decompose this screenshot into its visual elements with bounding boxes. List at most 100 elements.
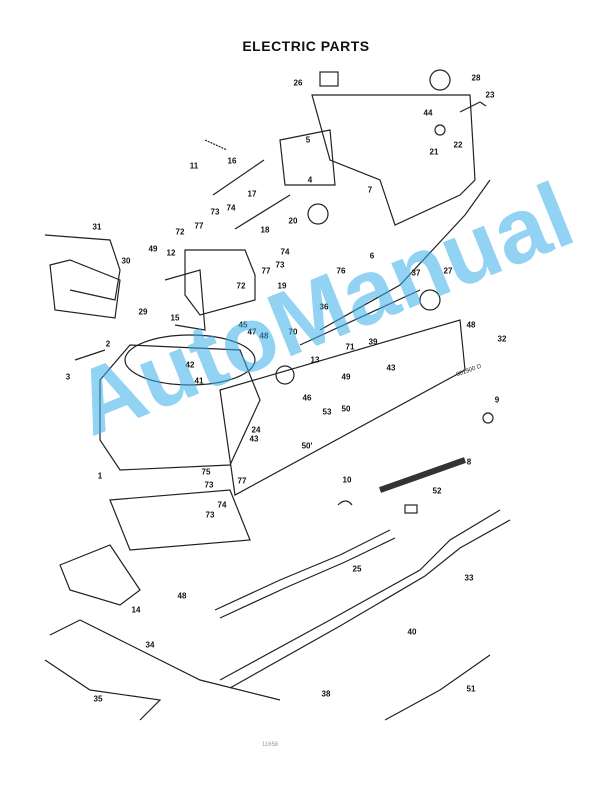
footer-code: 11658 <box>262 742 279 748</box>
callout-50: 50 <box>341 404 351 414</box>
callout-74: 74 <box>280 247 290 257</box>
callout-17: 17 <box>247 189 257 199</box>
dash-panel <box>311 94 476 226</box>
callout-13: 13 <box>310 355 320 365</box>
callout-73: 73 <box>275 260 285 270</box>
callout-53: 53 <box>322 407 332 417</box>
cable-16 <box>212 159 265 196</box>
battery-strap-15 <box>164 269 206 331</box>
page-title: ELECTRIC PARTS <box>242 38 370 54</box>
callout-77: 77 <box>237 476 247 486</box>
callout-49: 49 <box>341 372 351 382</box>
callout-48: 48 <box>466 320 476 330</box>
frame-rail <box>219 319 466 496</box>
callout-49: 49 <box>148 244 158 254</box>
callout-33: 33 <box>464 573 474 583</box>
wire-11 <box>204 139 228 151</box>
tube-8 <box>379 457 466 493</box>
callout-38: 38 <box>321 689 331 699</box>
callout-37: 37 <box>411 268 421 278</box>
shield-14 <box>59 544 141 606</box>
wire-51 <box>384 654 491 721</box>
callout-1: 1 <box>97 471 103 481</box>
callout-73: 73 <box>210 207 220 217</box>
callout-15: 15 <box>170 313 180 323</box>
callout-25: 25 <box>352 564 362 574</box>
callout-39: 39 <box>368 337 378 347</box>
callout-73: 73 <box>205 510 215 520</box>
callout-18: 18 <box>260 225 270 235</box>
callout-8: 8 <box>466 457 472 467</box>
callout-22: 22 <box>453 140 463 150</box>
relay-27 <box>419 289 441 311</box>
tube-36 <box>299 289 421 346</box>
connector-52 <box>404 504 418 514</box>
callout-52: 52 <box>432 486 442 496</box>
callout-7: 7 <box>367 185 373 195</box>
callout-51: 51 <box>466 684 476 694</box>
callout-32: 32 <box>497 334 507 344</box>
callout-70: 70 <box>288 327 298 337</box>
callout-3: 3 <box>65 372 71 382</box>
callout-43: 43 <box>386 363 396 373</box>
ignition-switch-28 <box>429 69 451 91</box>
callout-77: 77 <box>261 266 271 276</box>
callout-50-prime: 50' <box>301 441 313 451</box>
callout-11: 11 <box>189 161 199 171</box>
harness-33 <box>219 509 501 681</box>
cable-17 <box>234 194 291 230</box>
callout-77: 77 <box>194 221 204 231</box>
callout-31: 31 <box>92 222 102 232</box>
callout-5: 5 <box>305 135 311 145</box>
light-switch-20 <box>307 203 329 225</box>
callout-28: 28 <box>471 73 481 83</box>
callout-72: 72 <box>175 227 185 237</box>
callout-20: 20 <box>288 216 298 226</box>
callout-14: 14 <box>131 605 141 615</box>
callout-36: 36 <box>319 302 329 312</box>
clip-10 <box>337 500 353 506</box>
callout-75: 75 <box>201 467 211 477</box>
nut-22 <box>434 124 446 136</box>
callout-42: 42 <box>185 360 195 370</box>
wire-25b <box>219 537 396 619</box>
callout-48: 48 <box>177 591 187 601</box>
callout-24: 24 <box>251 425 261 435</box>
wire-35 <box>44 659 162 721</box>
frame-rear <box>109 489 251 551</box>
key-23 <box>459 101 487 113</box>
callout-9: 9 <box>494 395 500 405</box>
callout-43: 43 <box>249 434 259 444</box>
engine-block-1 <box>99 344 261 471</box>
callout-48: 48 <box>259 331 269 341</box>
callout-47: 47 <box>247 327 257 337</box>
harness-33b <box>229 519 511 689</box>
callout-6: 6 <box>369 251 375 261</box>
callout-73: 73 <box>204 480 214 490</box>
callout-35: 35 <box>93 694 103 704</box>
callout-21: 21 <box>429 147 439 157</box>
pin-2 <box>74 349 106 361</box>
callout-76: 76 <box>336 266 346 276</box>
solenoid-13 <box>275 365 295 385</box>
callout-4: 4 <box>307 175 313 185</box>
battery-holder-31 <box>44 234 121 301</box>
callout-74: 74 <box>226 203 236 213</box>
engine-shroud-top <box>124 334 256 386</box>
rod-6 <box>319 179 491 331</box>
cap-9 <box>482 412 494 424</box>
callout-2: 2 <box>105 339 111 349</box>
callout-26: 26 <box>293 78 303 88</box>
switch-26 <box>319 71 339 87</box>
callout-45: 45 <box>238 320 248 330</box>
callout-34: 34 <box>145 640 155 650</box>
callout-12: 12 <box>166 248 176 258</box>
callout-27: 27 <box>443 266 453 276</box>
callout-44: 44 <box>423 108 433 118</box>
callout-72: 72 <box>236 281 246 291</box>
wire-34 <box>49 619 281 701</box>
callout-16: 16 <box>227 156 237 166</box>
callout-10: 10 <box>342 475 352 485</box>
